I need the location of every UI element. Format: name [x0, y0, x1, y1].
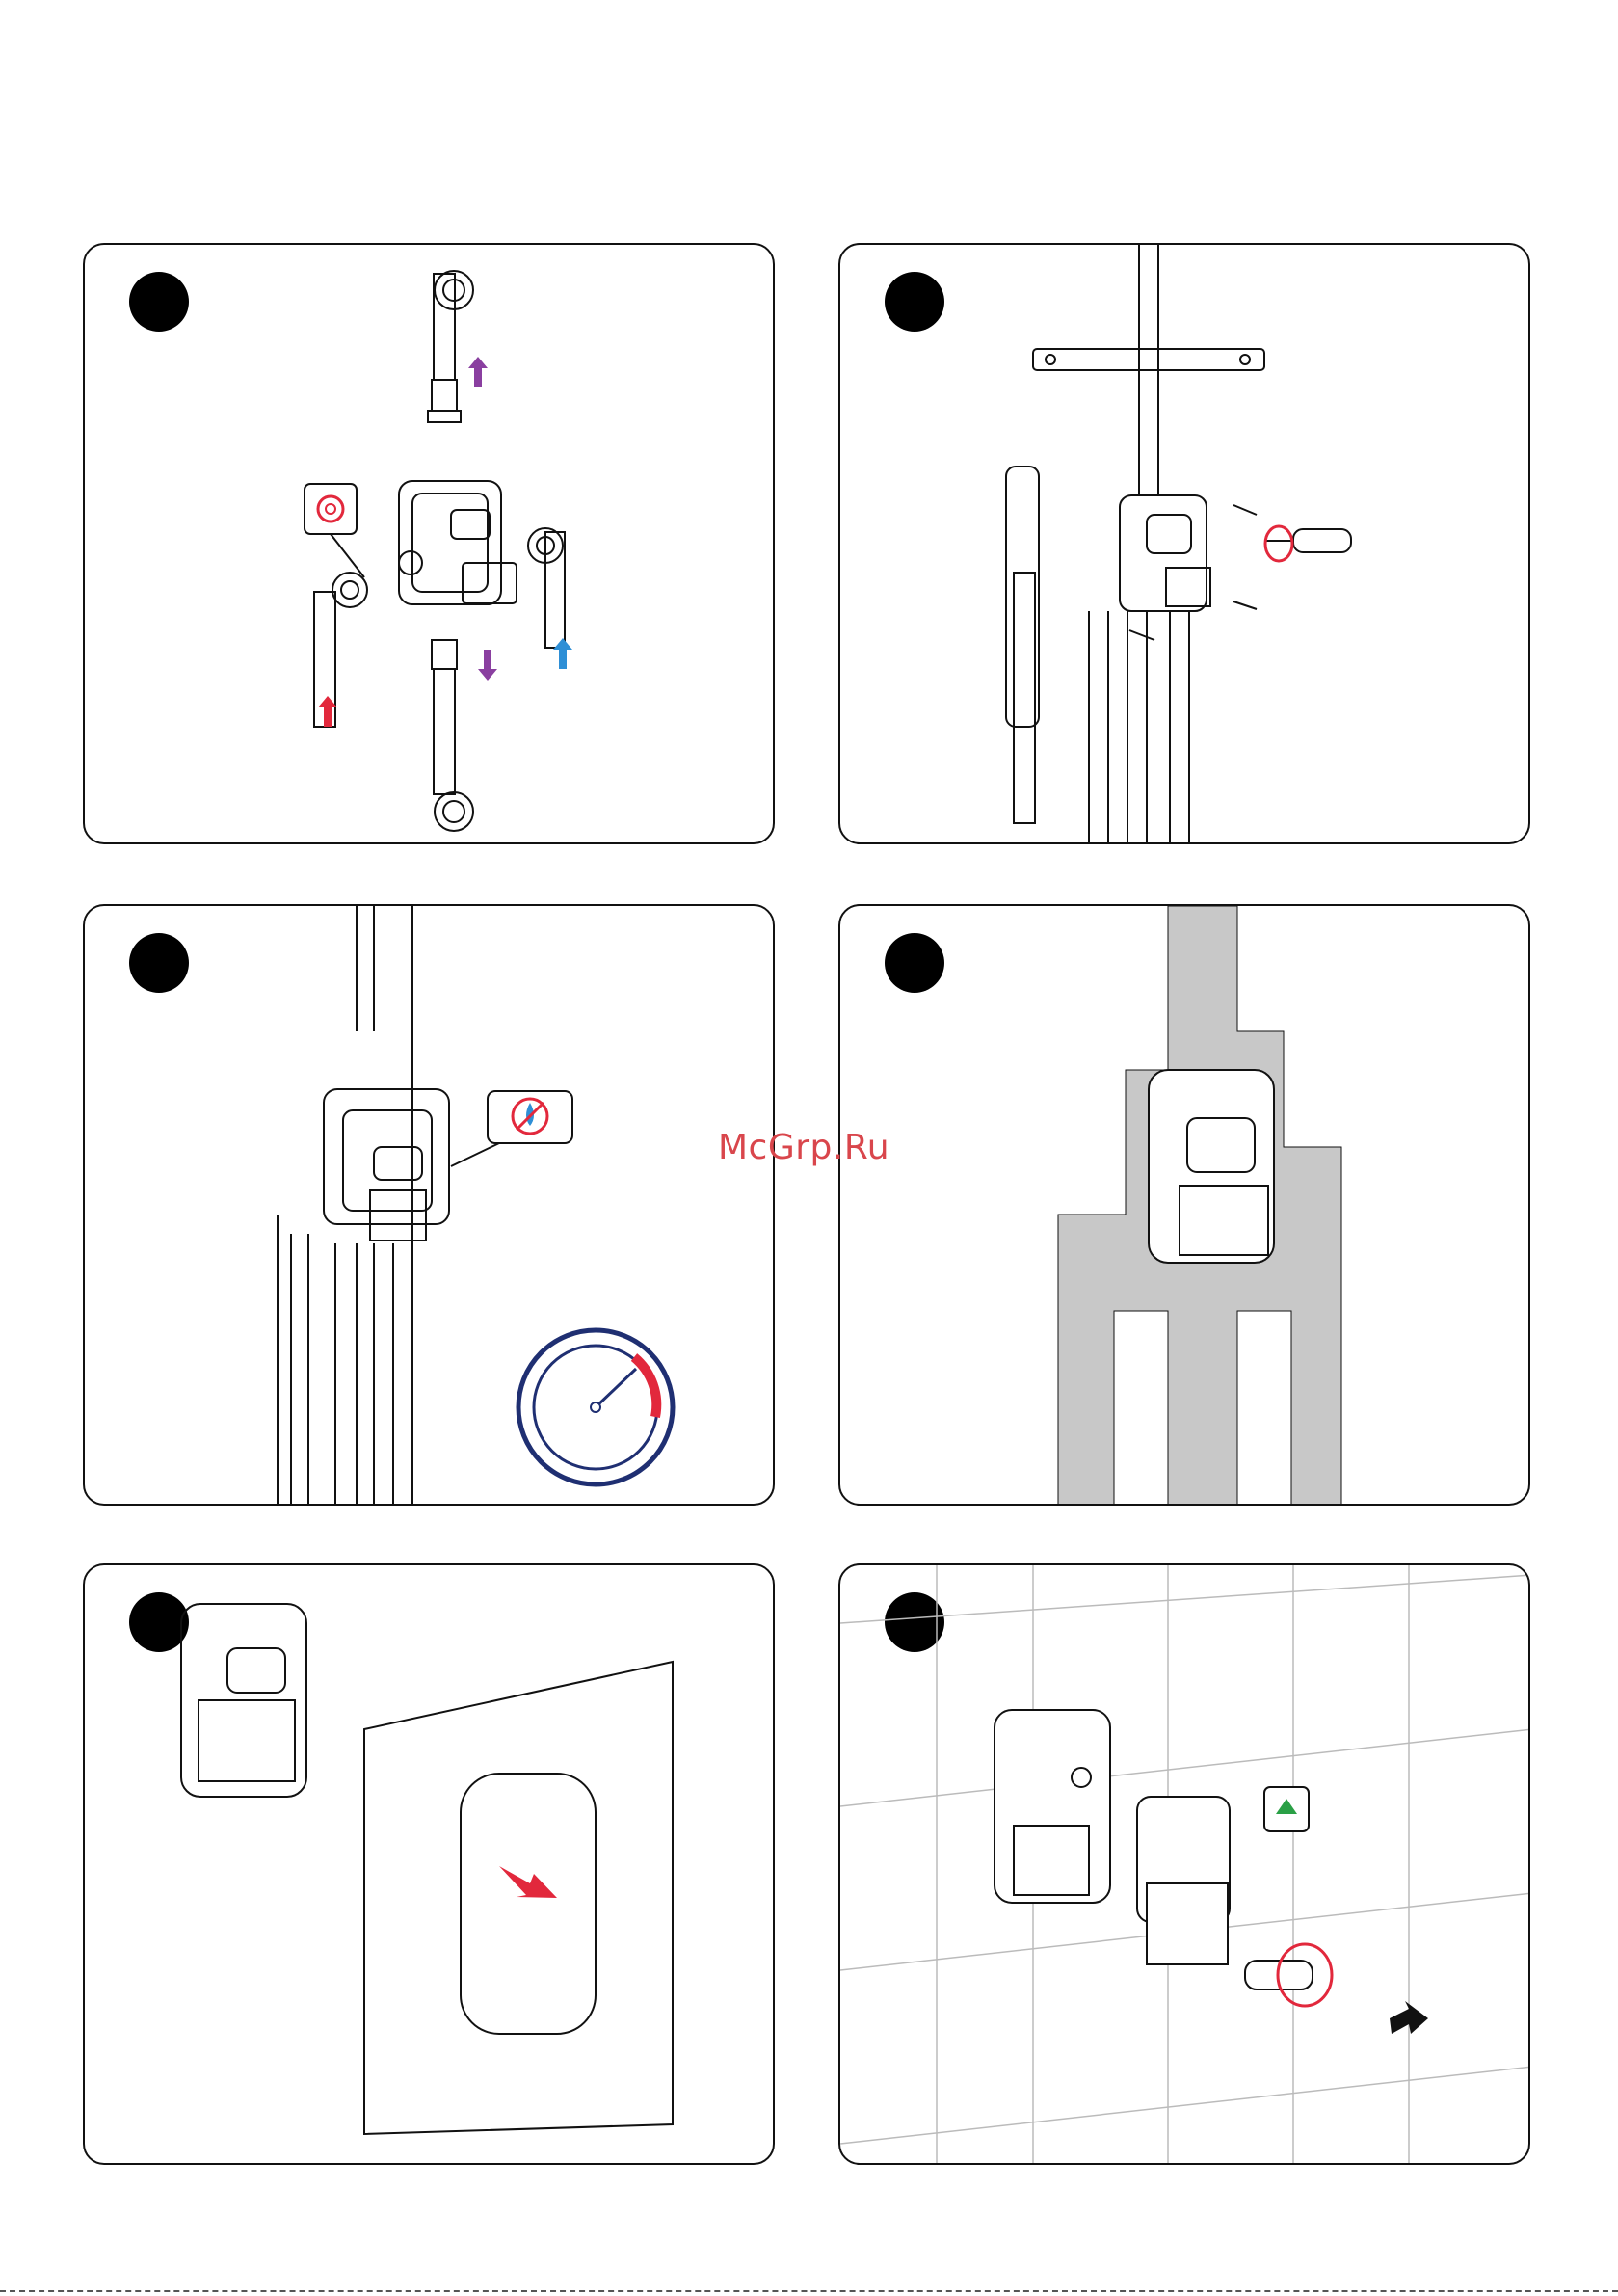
flow-arrow-up-icon	[468, 357, 488, 387]
cap-removal-illustration	[840, 1565, 1530, 2165]
step-panel-1	[83, 243, 775, 844]
arrow-icon	[499, 1866, 557, 1898]
tape-icon	[318, 496, 343, 521]
valve-assembly-illustration	[85, 245, 775, 844]
pressure-test-illustration	[85, 906, 775, 1506]
cold-inlet-arrow-icon	[553, 638, 572, 669]
step-panel-5	[83, 1563, 775, 2165]
bracket-mounting-illustration	[840, 245, 1530, 844]
tile-cutout-illustration	[85, 1565, 775, 2165]
no-water-icon	[513, 1099, 547, 1134]
recycle-icon	[1264, 1787, 1309, 1831]
step-panel-4	[838, 904, 1530, 1506]
step-panel-2	[838, 243, 1530, 844]
watermark-text: McGrp.Ru	[718, 1128, 889, 1167]
page-bottom-rule	[0, 2290, 1618, 2292]
pressure-gauge-icon	[518, 1330, 673, 1484]
plastering-illustration	[840, 906, 1530, 1506]
flow-arrow-down-icon	[478, 650, 497, 681]
step-panel-6	[838, 1563, 1530, 2165]
screwdriver-icon	[1265, 526, 1292, 561]
step-panel-3	[83, 904, 775, 1506]
